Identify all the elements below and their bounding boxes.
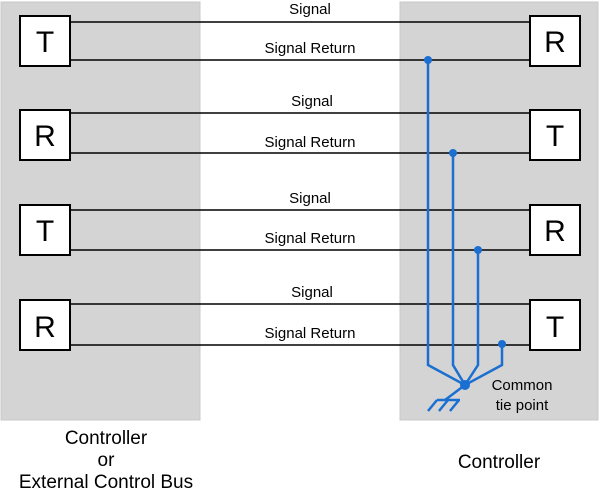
tie-dot	[424, 56, 432, 64]
tie-dots	[424, 56, 506, 390]
transmitter-box	[529, 109, 581, 161]
signal-label: Signal	[289, 1, 331, 18]
receiver-box	[529, 15, 581, 67]
left-caption-line1: Controller	[64, 428, 148, 449]
transmitter-box	[19, 15, 71, 67]
channel-2: Signal Signal Return R T	[19, 93, 581, 161]
box-letter: T	[36, 26, 54, 59]
box-letter: R	[544, 215, 566, 248]
right-caption-line1: Controller	[457, 452, 541, 473]
box-letter: T	[36, 215, 54, 248]
receiver-box	[19, 109, 71, 161]
ground-icon	[427, 398, 460, 412]
common-tie-point	[460, 380, 470, 390]
signal-return-label: Signal Return	[265, 134, 356, 151]
tie-wire-3	[463, 250, 480, 386]
tie-wire-4	[464, 344, 504, 387]
signal-return-label: Signal Return	[265, 230, 356, 247]
box-letter: R	[544, 26, 566, 59]
receiver-box	[529, 204, 581, 256]
tie-wire-2	[451, 153, 467, 386]
tie-dot	[498, 340, 506, 348]
channel-3: Signal Signal Return T R	[19, 190, 581, 256]
common-tie-label-line2: tie point	[496, 397, 549, 414]
box-letter: T	[546, 120, 564, 153]
common-tie-label-line1: Common	[492, 377, 553, 394]
signal-label: Signal	[291, 284, 333, 301]
transmitter-box	[529, 299, 581, 351]
left-controller-caption: Controller or External Control Bus	[0, 428, 212, 494]
right-controller-caption: Controller	[400, 452, 598, 474]
signal-return-label: Signal Return	[265, 40, 356, 57]
tie-dot	[449, 149, 457, 157]
left-caption-line2: or	[97, 450, 115, 471]
tie-dot	[474, 246, 482, 254]
tie-wire-1	[426, 60, 466, 387]
signal-label: Signal	[289, 190, 331, 207]
box-letter: R	[34, 120, 56, 153]
signal-label: Signal	[291, 93, 333, 110]
receiver-box	[19, 299, 71, 351]
box-letter: R	[34, 311, 56, 344]
left-caption-line3: External Control Bus	[18, 472, 194, 493]
common-tie-wiring	[426, 60, 504, 401]
box-letter: T	[546, 311, 564, 344]
channel-1: Signal Signal Return T R	[19, 1, 581, 67]
channel-4: Signal Signal Return R T	[19, 284, 581, 351]
transmitter-box	[19, 204, 71, 256]
signal-return-label: Signal Return	[265, 325, 356, 342]
